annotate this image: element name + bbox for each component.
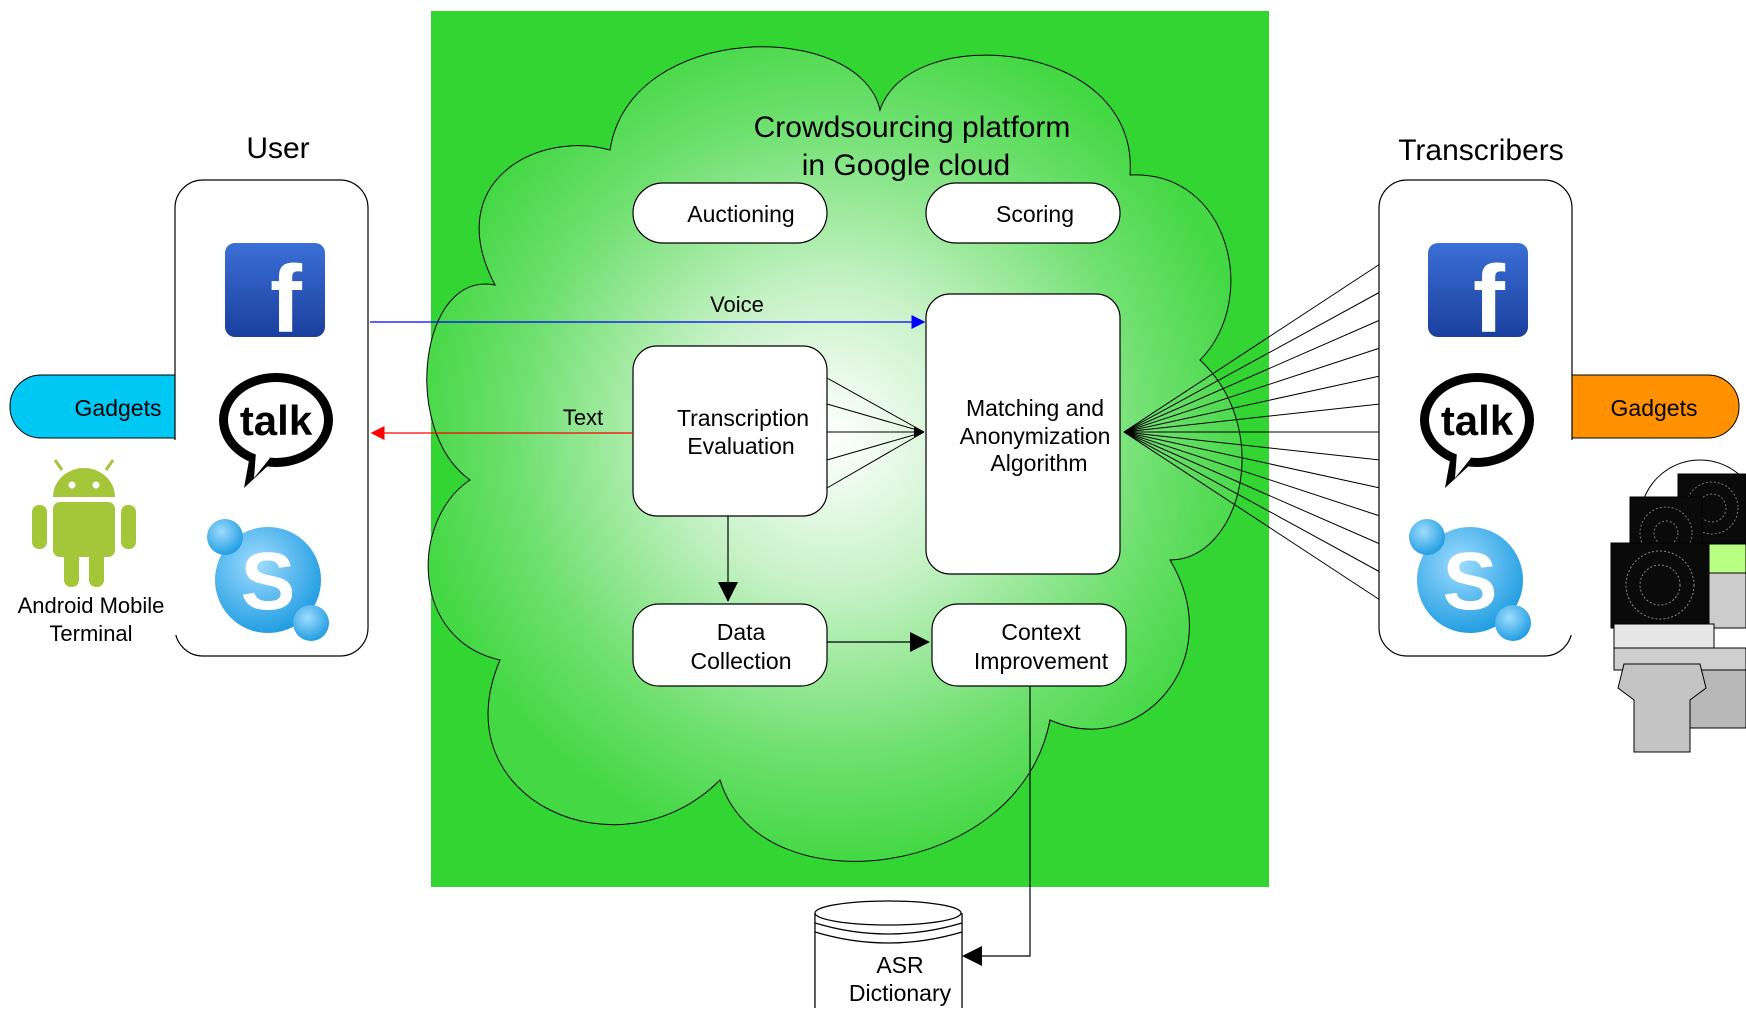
evaluation-fan-arrowhead <box>914 427 924 437</box>
skype-glyph: S <box>241 536 296 627</box>
transcription-label-line2: Evaluation <box>687 433 794 459</box>
context-label-line1: Context <box>1001 619 1081 645</box>
text-label: Text <box>563 405 603 430</box>
auctioning-node: Auctioning <box>632 182 828 244</box>
scoring-label: Scoring <box>996 201 1074 227</box>
transcriber-skype-icon: S <box>1409 519 1531 641</box>
asr-label-line2: Dictionary <box>849 980 952 1006</box>
data-collection-label-line2: Collection <box>691 648 792 674</box>
transcriber-facebook-glyph: f <box>1473 246 1506 353</box>
talk-glyph: talk <box>240 397 313 444</box>
transcriber-gadgets-label: Gadgets <box>1611 395 1698 421</box>
transcriber-facebook-icon: f <box>1428 243 1528 353</box>
talk-icon: talk <box>219 373 333 488</box>
data-collection-label-line1: Data <box>717 619 766 645</box>
transcription-evaluation-node: Transcription Evaluation <box>632 345 828 517</box>
transcriber-fan-arrowhead <box>1124 427 1134 437</box>
transcriber-panel-gap <box>1566 440 1578 635</box>
context-label-line2: Improvement <box>974 648 1109 674</box>
transcriber-skype-glyph: S <box>1443 536 1498 627</box>
edges: Voice Text <box>370 263 1381 966</box>
context-to-asr-edge <box>962 686 1031 966</box>
transcription-label-line1: Transcription <box>677 405 809 431</box>
skype-icon: S <box>207 519 329 641</box>
platform-title-line1: Crowdsourcing platform <box>754 111 1071 144</box>
matching-label-line3: Algorithm <box>990 450 1087 476</box>
transcriber-fan-lines <box>1123 263 1381 601</box>
facebook-glyph: f <box>270 246 303 353</box>
user-panel: User Gadgets f talk S <box>9 132 369 657</box>
auctioning-label: Auctioning <box>687 201 794 227</box>
user-gadgets-label: Gadgets <box>75 395 162 421</box>
data-collection-node: Data Collection <box>632 603 828 687</box>
matching-label-line2: Anonymization <box>960 423 1111 449</box>
asr-label-line1: ASR <box>876 952 923 978</box>
android-terminal-line1: Android Mobile <box>18 593 165 618</box>
transcribers-panel: Transcribers Gadgets f talk S <box>1378 134 1740 657</box>
scoring-node: Scoring <box>925 182 1121 244</box>
platform-title-line2: in Google cloud <box>802 149 1010 182</box>
matching-algorithm-node: Matching and Anonymization Algorithm <box>925 293 1121 575</box>
user-panel-gap <box>170 440 182 635</box>
transcriber-talk-icon: talk <box>1420 373 1534 488</box>
cloud-platform: Crowdsourcing platform in Google cloud <box>426 11 1269 887</box>
android-terminal-line2: Terminal <box>49 621 132 646</box>
android-icon <box>32 459 136 587</box>
user-title: User <box>246 132 309 165</box>
asr-dictionary-node: ASR Dictionary <box>814 900 963 1010</box>
voice-label: Voice <box>710 292 764 317</box>
evaluation-fan-lines <box>826 377 925 489</box>
matching-label-line1: Matching and <box>966 395 1104 421</box>
context-improvement-node: Context Improvement <box>931 603 1127 687</box>
transcribers-title: Transcribers <box>1398 134 1564 167</box>
workstation-computers-icon <box>1610 459 1746 753</box>
facebook-icon: f <box>225 243 325 353</box>
transcriber-talk-glyph: talk <box>1441 397 1514 444</box>
